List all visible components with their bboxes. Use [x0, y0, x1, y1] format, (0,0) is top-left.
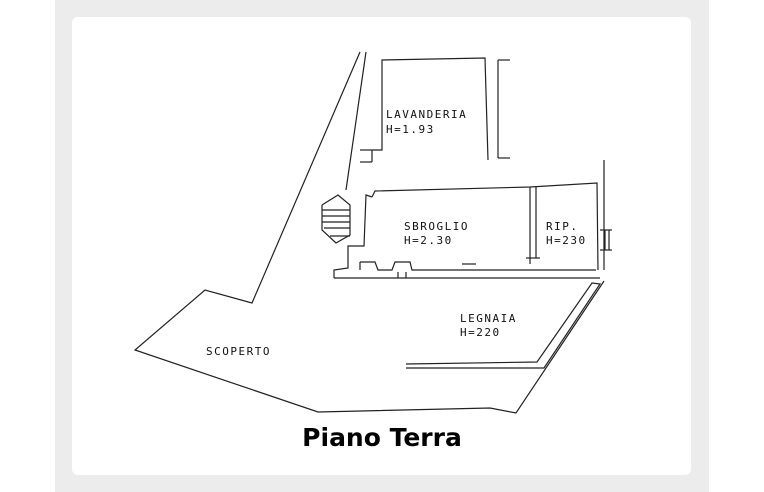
legnaia-height: H=220 — [460, 326, 501, 339]
staircase — [321, 194, 351, 244]
scoperto-name: SCOPERTO — [206, 345, 271, 358]
room-labels: LAVANDERIA H=1.93 SBROGLIO H=2.30 RIP. H… — [206, 108, 587, 358]
left-margin — [0, 0, 55, 492]
right-margin — [709, 0, 764, 492]
rip-height: H=230 — [546, 234, 587, 247]
rip-name: RIP. — [546, 220, 579, 233]
lavanderia-name: LAVANDERIA — [386, 108, 467, 121]
lavanderia-height: H=1.93 — [386, 123, 435, 136]
lavanderia-walls — [372, 57, 489, 161]
scoperto-outline — [133, 51, 605, 414]
legnaia-wall — [405, 282, 602, 369]
legnaia-name: LEGNAIA — [460, 312, 517, 325]
plan-caption: Piano Terra — [302, 423, 462, 452]
diagonal-wall — [345, 51, 367, 191]
sbroglio-name: SBROGLIO — [404, 220, 469, 233]
sbroglio-height: H=2.30 — [404, 234, 453, 247]
